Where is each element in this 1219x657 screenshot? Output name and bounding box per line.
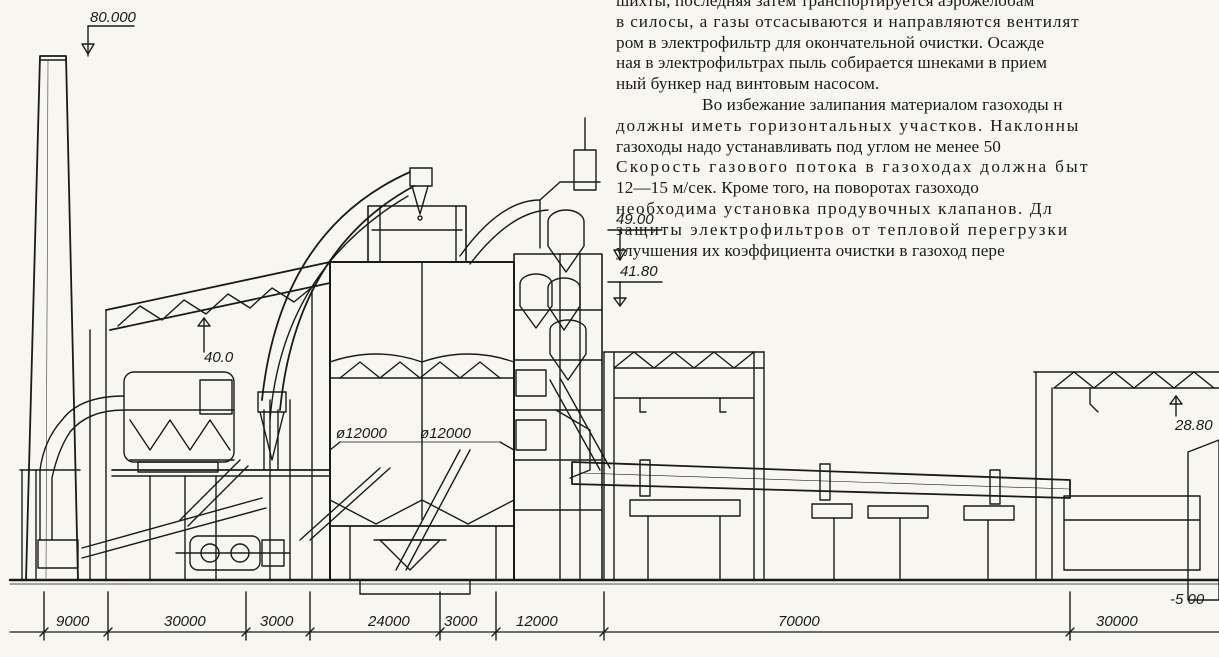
text-line: должны иметь горизонтальных участков. На…: [616, 115, 1081, 135]
dimension-label: 24000: [367, 613, 410, 630]
text-line: ром в электрофильтр для окончательной оч…: [616, 32, 1045, 52]
mill-building-frame: [19, 261, 331, 581]
ball-mill: [175, 535, 291, 571]
text-line: необходима установка продувочных клапано…: [616, 198, 1054, 218]
gas-duct: [37, 395, 125, 569]
dimension-label: 30000: [1096, 613, 1138, 630]
text-line: ная в электрофильтрах пыль собирается шн…: [616, 53, 1048, 73]
electrofilter: [123, 371, 235, 473]
dimension-line: [9, 591, 1219, 641]
text-line: защиты электрофильтров от тепловой перег…: [616, 219, 1070, 239]
elevation-label: 49.00: [616, 211, 654, 228]
elevation-label: 41.80: [620, 263, 658, 280]
dimension-label: 9000: [56, 613, 90, 630]
elevation-label: 40.0: [204, 349, 234, 366]
dimension-label: 12000: [516, 613, 558, 630]
elevation-marker-chimney: [81, 25, 135, 57]
text-line: улучшения их коэффициента очистки в газо…: [616, 240, 1005, 260]
silo-diameter-label: ø12000: [420, 425, 472, 442]
dimension-label: 3000: [260, 613, 294, 630]
ground-line: [8, 578, 1219, 585]
dimension-label: 3000: [444, 613, 478, 630]
elevation-label: -5 00: [1170, 591, 1205, 608]
elevation-marker-49: [607, 229, 663, 307]
kiln-building: [603, 351, 765, 581]
text-line: шихты, последняя затем транспортируется …: [616, 0, 1035, 10]
dimension-label: 70000: [778, 613, 820, 630]
elevation-label: 80.000: [90, 9, 137, 26]
text-line: газоходы надо устанавливать под углом не…: [616, 136, 1001, 156]
dimension-label: 30000: [164, 613, 206, 630]
silo-diameter-label: ø12000: [336, 425, 388, 442]
elevation-marker-40: [197, 317, 211, 353]
text-line: Скорость газового потока в газоходах дол…: [616, 157, 1090, 177]
silo-building: [299, 205, 515, 595]
cyclone-preheater-tower: [459, 117, 603, 581]
text-line: Во избежание залипания материалом газохо…: [702, 94, 1063, 114]
chimney: [25, 55, 79, 581]
text-line: в силосы, а газы отсасываются и направля…: [616, 11, 1080, 31]
rotary-kiln: [549, 377, 1071, 581]
text-line: ный бункер над винтовым насосом.: [616, 74, 880, 94]
cooler-building: [1033, 371, 1219, 601]
text-line: 12—15 м/сек. Кроме того, на поворотах га…: [616, 178, 979, 198]
aerochute: [257, 167, 433, 471]
inclined-conveyor: [81, 459, 267, 559]
elevation-label: 28.80: [1174, 417, 1213, 434]
text-paragraph: шихты, последняя затем транспортируется …: [616, 0, 1219, 261]
